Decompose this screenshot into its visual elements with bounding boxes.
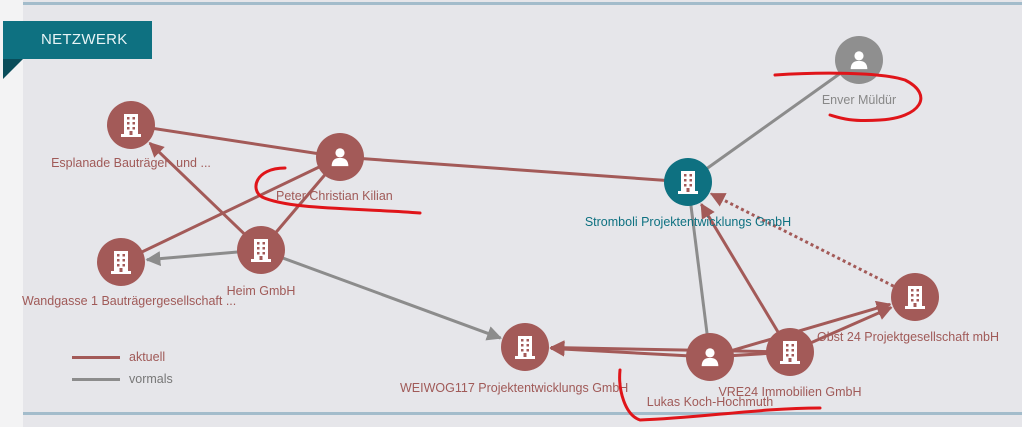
building-icon <box>780 341 800 364</box>
legend-label: vormals <box>129 372 173 386</box>
edge-lukas-stromboli <box>686 181 712 358</box>
building-icon <box>515 336 535 359</box>
node-label: Heim GmbH <box>227 284 296 298</box>
node-label: Lukas Koch-Hochmuth <box>647 395 774 409</box>
node-esplanade[interactable]: Esplanade Bauträger- und ... <box>51 101 211 170</box>
node-obst[interactable]: Obst 24 Projektgesellschaft mbH <box>817 273 999 344</box>
node-label: WEIWOG117 Projektentwicklungs GmbH <box>400 381 628 395</box>
node-label: Stromboli Projektentwicklungs GmbH <box>585 215 791 229</box>
section-title-tab: NETZWERK <box>3 21 152 59</box>
bottom-divider <box>23 412 1022 415</box>
building-icon <box>251 239 271 262</box>
node-vre24[interactable]: VRE24 Immobilien GmbH <box>718 328 862 399</box>
edge-esplanade-peter <box>130 123 341 159</box>
edge-vre24-stromboli <box>700 203 792 353</box>
edge-vre24-weiwog <box>549 340 791 356</box>
node-label: VRE24 Immobilien GmbH <box>718 385 861 399</box>
edge-peter-wandgasse <box>120 155 341 264</box>
legend-label: aktuell <box>129 350 166 364</box>
edge-heim-weiwog <box>260 248 503 341</box>
node-wandgasse[interactable]: Wandgasse 1 Bauträgergesellschaft ... <box>22 238 236 308</box>
node-label: Obst 24 Projektgesellschaft mbH <box>817 330 999 344</box>
building-icon <box>678 171 698 194</box>
node-label: Enver Müldür <box>822 93 896 107</box>
node-heim[interactable]: Heim GmbH <box>227 226 296 298</box>
legend: aktuell vormals <box>72 346 173 390</box>
edge-heim-esplanade <box>148 141 263 252</box>
node-stromboli[interactable]: Stromboli Projektentwicklungs GmbH <box>585 158 791 229</box>
legend-item-aktuell: aktuell <box>72 346 173 368</box>
edge-obst-stromboli <box>709 192 916 299</box>
top-divider <box>23 2 1022 5</box>
node-weiwog[interactable]: WEIWOG117 Projektentwicklungs GmbH <box>400 323 628 395</box>
red-annotation-scribbles <box>254 71 923 422</box>
edge-peter-stromboli <box>339 155 689 184</box>
edge-stromboli-enver <box>687 58 860 184</box>
node-enver[interactable]: Enver Müldür <box>822 36 896 107</box>
building-icon <box>905 286 925 309</box>
edge-lukas-weiwog <box>549 341 711 359</box>
legend-item-vormals: vormals <box>72 368 173 390</box>
node-peter[interactable]: Peter Christian Kilian <box>276 133 393 203</box>
node-label: Peter Christian Kilian <box>276 189 393 203</box>
node-label: Esplanade Bauträger- und ... <box>51 156 211 170</box>
building-icon <box>111 251 131 274</box>
node-label: Wandgasse 1 Bauträgergesellschaft ... <box>22 294 236 308</box>
building-icon <box>121 114 141 137</box>
node-lukas[interactable]: Lukas Koch-Hochmuth <box>647 333 774 409</box>
